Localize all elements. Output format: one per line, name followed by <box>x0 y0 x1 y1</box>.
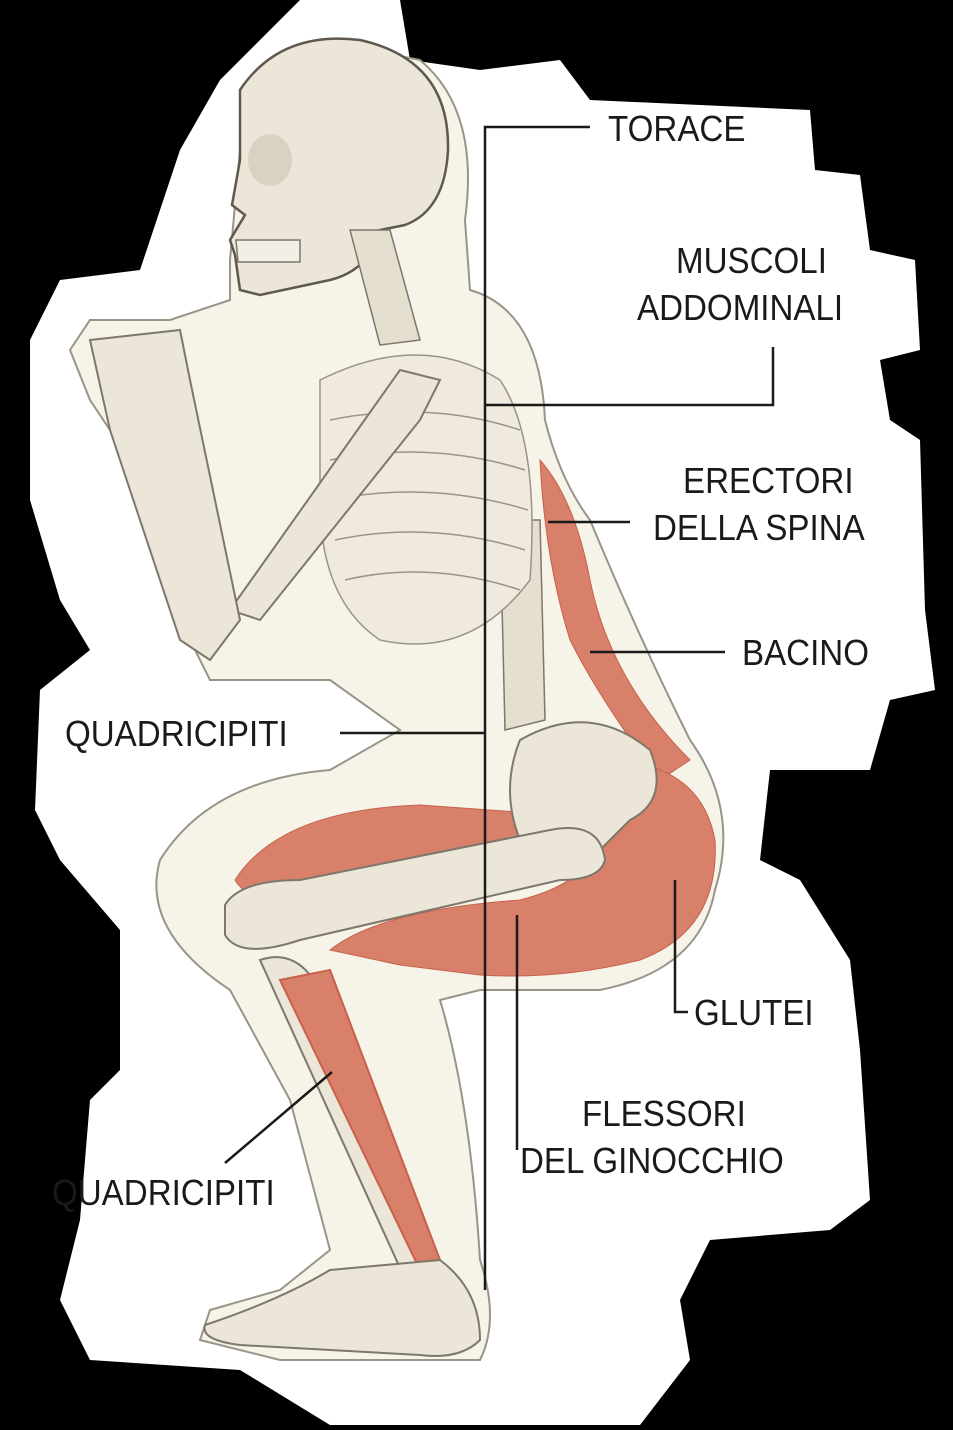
label-flessori: FLESSORI <box>582 1093 746 1134</box>
label-della-spina: DELLA SPINA <box>653 507 865 548</box>
body-silhouette <box>68 52 725 1361</box>
foot <box>203 1258 482 1357</box>
erector-spinae-muscle <box>539 458 691 781</box>
leader-torace <box>483 125 590 1290</box>
label-muscoli: MUSCOLI <box>676 240 827 281</box>
leader-addominali <box>485 347 775 407</box>
label-quadricipiti-lower: QUADRICIPITI <box>52 1172 275 1213</box>
leader-lines <box>224 125 775 1290</box>
label-quadricipiti-upper: QUADRICIPITI <box>65 713 288 754</box>
label-del-ginocchio: DEL GINOCCHIO <box>520 1140 784 1181</box>
skull <box>228 37 450 297</box>
arm-bones <box>88 328 442 662</box>
label-torace: TORACE <box>608 108 746 149</box>
label-glutei: GLUTEI <box>694 992 814 1033</box>
pelvis <box>509 721 658 864</box>
leader-quadricipiti-lower <box>224 1071 333 1164</box>
label-bacino: BACINO <box>742 632 869 673</box>
leader-glutei <box>673 880 688 1014</box>
label-erectori: ERECTORI <box>683 460 854 501</box>
femur <box>224 827 607 950</box>
label-addominali: ADDOMINALI <box>637 287 844 328</box>
